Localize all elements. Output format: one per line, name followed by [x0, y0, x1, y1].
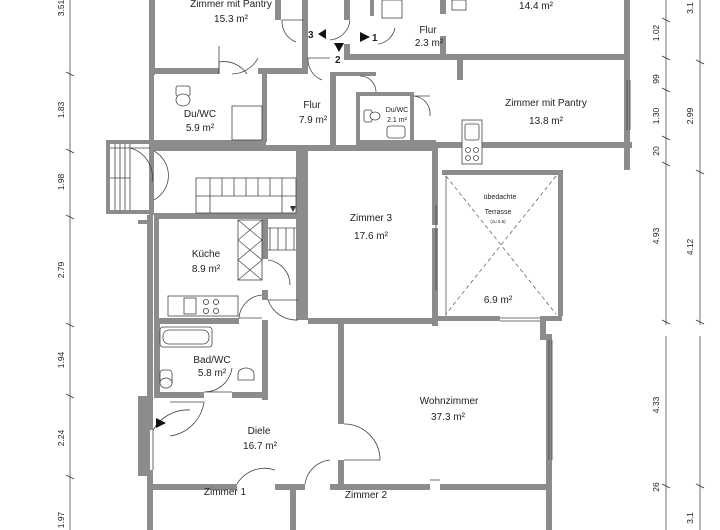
dim-right-outer-2: 2.99 [685, 107, 695, 124]
room-zimmer3-area: 17.6 m² [354, 231, 389, 242]
room-labels: Zimmer mit Pantry 15.3 m² 14.4 m² Flur 2… [184, 0, 587, 501]
room-top-right-area: 14.4 m² [519, 1, 554, 12]
marker-2: 2 [335, 55, 341, 66]
dim-right-inner-3: 1.30 [651, 107, 661, 124]
room-du-wc-left-area: 5.9 m² [186, 123, 215, 134]
marker-3: 3 [308, 30, 314, 41]
dimension-labels: 3.51 1.83 1.98 2.79 1.94 2.24 1.97 1.02 … [56, 0, 695, 528]
dim-right-inner-4: 20 [651, 146, 661, 156]
entry-steps [110, 144, 153, 210]
marker-1: 1 [372, 33, 378, 44]
room-zimmer1: Zimmer 1 [204, 487, 247, 498]
room-du-wc-left: Du/WC [184, 109, 216, 120]
room-du-wc-small-area: 2.1 m² [387, 117, 408, 124]
room-wohnzimmer: Wohnzimmer [420, 396, 479, 407]
room-flur-top: Flur [419, 25, 437, 36]
dim-left-5: 1.94 [56, 351, 66, 368]
pantry-kitchenette [461, 119, 483, 165]
fixtures [110, 0, 631, 481]
dim-right-inner-1: 1.02 [651, 24, 661, 41]
marker-1-arrow [360, 32, 370, 42]
dim-right-outer-3: 4.12 [685, 238, 695, 255]
room-flur-top-area: 2.3 m² [415, 38, 444, 49]
room-zimmer-pantry-right-area: 13.8 m² [529, 116, 564, 127]
room-flur-mid: Flur [303, 100, 321, 111]
marker-2-arrow [334, 43, 344, 52]
dim-right-inner-2: 99 [651, 74, 661, 84]
dim-left-1: 3.51 [56, 0, 66, 16]
room-kueche-area: 8.9 m² [192, 264, 221, 275]
dim-right-outer-4: 3.1 [685, 512, 695, 524]
entry-marker-arrow [156, 418, 166, 428]
view-markers: 3 1 2 [156, 29, 378, 428]
dimension-lines [65, 0, 705, 530]
room-zimmer-pantry-top-area: 15.3 m² [214, 14, 249, 25]
dim-left-2: 1.83 [56, 101, 66, 118]
bath-fixtures [159, 326, 255, 389]
room-terrasse-line1: übedachte [484, 194, 517, 201]
room-terrasse-line2: Terrasse [485, 209, 512, 216]
room-zimmer-pantry-right: Zimmer mit Pantry [505, 98, 587, 109]
dim-left-4: 2.79 [56, 261, 66, 278]
kitchen-cabinets [167, 219, 263, 317]
staircase [195, 177, 297, 251]
room-diele: Diele [248, 426, 271, 437]
room-zimmer3: Zimmer 3 [350, 213, 393, 224]
room-du-wc-small: Du/WC [386, 107, 409, 114]
room-terrasse-area: 6.9 m² [484, 295, 513, 306]
doors [152, 19, 431, 485]
room-bad-wc-area: 5.8 m² [198, 368, 227, 379]
dim-right-inner-5: 4.93 [651, 227, 661, 244]
room-zimmer2: Zimmer 2 [345, 490, 388, 501]
dim-left-6: 2.24 [56, 429, 66, 446]
room-flur-mid-area: 7.9 m² [299, 115, 328, 126]
room-bad-wc: Bad/WC [193, 355, 230, 366]
dim-left-3: 1.98 [56, 173, 66, 190]
room-terrasse-note: (zu 0.5) [490, 219, 506, 224]
marker-3-arrow [318, 29, 326, 39]
walls [106, 0, 632, 530]
small-wc-fixtures [363, 109, 406, 139]
terrace-cross [445, 175, 557, 316]
room-diele-area: 16.7 m² [243, 441, 278, 452]
room-zimmer-pantry-top: Zimmer mit Pantry [190, 0, 272, 10]
stair-marker-arrow [290, 206, 296, 212]
top-pantry [381, 0, 467, 19]
room-wohnzimmer-area: 37.3 m² [431, 412, 466, 423]
dim-left-7: 1.97 [56, 511, 66, 528]
windows [430, 80, 631, 481]
dim-right-outer-1: 3.1 [685, 2, 695, 14]
dim-right-inner-6: 4.33 [651, 396, 661, 413]
room-kueche: Küche [192, 249, 221, 260]
dim-right-inner-7: 26 [651, 482, 661, 492]
shower-wc-fixtures [175, 85, 263, 141]
